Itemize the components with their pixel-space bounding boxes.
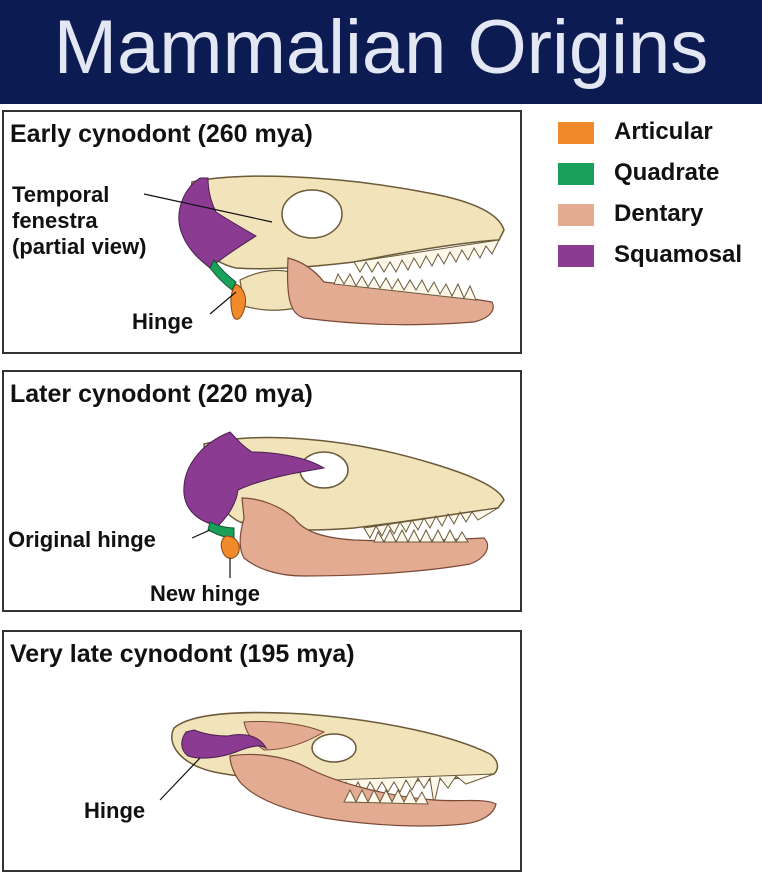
hinge-leader — [159, 757, 201, 801]
upper-teeth — [363, 507, 499, 540]
quadrate-bone — [209, 259, 237, 291]
lower-teeth — [333, 272, 477, 301]
new-hinge-label: New hinge — [150, 581, 261, 606]
squamosal-swatch — [558, 245, 594, 267]
panel-later-cynodont: Later cynodont (220 mya) Original hinge … — [2, 370, 522, 612]
later-cynodont-skull-illustration — [183, 431, 505, 578]
squamosal-bone — [183, 431, 326, 527]
early-cynodont-skull-illustration — [143, 175, 505, 326]
panel-very-late-cynodont: Very late cynodont (195 mya) Hinge — [2, 630, 522, 872]
original-hinge-leader — [191, 529, 211, 539]
original-hinge-label: Original hinge — [8, 527, 156, 552]
upper-teeth — [353, 239, 500, 274]
orbit — [281, 189, 343, 239]
upper-teeth — [333, 773, 495, 805]
panel-title: Early cynodont (260 mya) — [10, 120, 313, 148]
page-title: Mammalian Origins — [53, 5, 709, 90]
legend-label: Dentary — [614, 200, 704, 227]
hinge-leader — [209, 291, 237, 315]
very-late-cynodont-skull-illustration — [159, 711, 499, 827]
title-banner: Mammalian Origins — [0, 0, 762, 104]
hinge-label: Hinge — [84, 798, 146, 823]
panel-title: Later cynodont (220 mya) — [10, 380, 313, 408]
quadrate-bone — [207, 521, 235, 539]
legend-label: Articular — [614, 118, 713, 145]
articular-swatch — [558, 122, 594, 144]
articular-bone — [220, 535, 240, 559]
cranium — [187, 175, 505, 270]
lower-teeth — [373, 528, 469, 544]
orbit — [311, 733, 357, 763]
temporal-fenestra-leader — [143, 193, 273, 223]
lower-teeth — [343, 788, 429, 805]
panel-early-cynodont: Early cynodont (260 mya) Temporal fenest… — [2, 110, 522, 354]
squamosal-bone — [181, 729, 268, 759]
dentary-swatch — [558, 204, 594, 226]
hinge-label: Hinge — [132, 309, 194, 334]
panel-title: Very late cynodont (195 mya) — [10, 640, 355, 668]
legend-label: Quadrate — [614, 159, 720, 186]
temporal-fenestra-label: Temporal fenestra (partial view) — [12, 182, 147, 259]
dentary-bone — [286, 257, 494, 326]
legend-label: Squamosal — [614, 241, 743, 268]
dentary-bone — [239, 497, 489, 577]
squamosal-bone — [178, 177, 257, 269]
dentary-bone — [229, 753, 497, 827]
quadrate-swatch — [558, 163, 594, 185]
